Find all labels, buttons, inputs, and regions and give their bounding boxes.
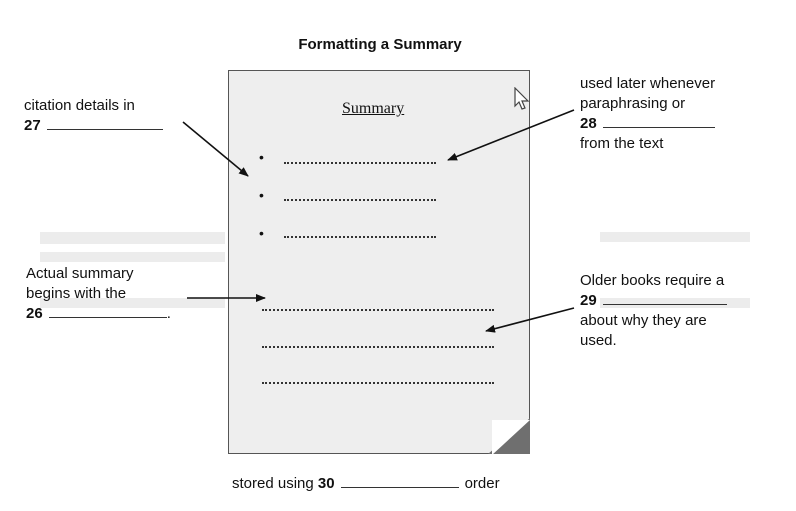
label-actual-suffix: .: [166, 305, 171, 322]
mouse-cursor-icon: [514, 87, 530, 110]
answer-blank-30[interactable]: [340, 475, 459, 488]
background-bleed-bar-1: [40, 232, 225, 244]
label-stored-using: stored using 30 order: [232, 474, 500, 494]
label-citation-details: citation details in 27: [24, 96, 163, 136]
background-bleed-bar-2: [40, 252, 225, 262]
label-stored-prefix: stored using: [232, 475, 314, 492]
bullet-point-1: •: [259, 149, 264, 165]
question-number-26: 26: [26, 305, 43, 322]
label-older-books: Older books require a 29 about why they …: [580, 271, 727, 351]
label-actual-line1: Actual summary: [26, 265, 134, 282]
label-older-line4: used.: [580, 332, 617, 349]
label-stored-suffix: order: [464, 475, 500, 492]
arrow-older-to-body: [485, 307, 575, 333]
label-used-later: used later whenever paraphrasing or 28 f…: [580, 74, 715, 154]
arrow-later-to-bullet: [447, 109, 575, 161]
answer-blank-29[interactable]: [602, 292, 727, 305]
dotted-line-bullet-3: [284, 236, 436, 238]
question-number-28: 28: [580, 115, 597, 132]
answer-blank-28[interactable]: [602, 115, 715, 128]
document-page-curl-cutout: [492, 420, 530, 455]
label-older-line3: about why they are: [580, 312, 707, 329]
label-later-line4: from the text: [580, 135, 664, 152]
bullet-point-3: •: [259, 225, 264, 241]
document-heading: Summary: [342, 100, 405, 117]
answer-blank-26[interactable]: [48, 305, 167, 318]
document-sheet: [228, 70, 530, 454]
background-bleed-bar-5: [600, 298, 750, 308]
question-number-30: 30: [317, 475, 335, 492]
dotted-line-body-1: [262, 309, 494, 311]
label-later-line2: paraphrasing or: [580, 95, 686, 112]
background-bleed-bar-3: [40, 298, 225, 308]
question-number-29: 29: [580, 292, 597, 309]
label-later-line1: used later whenever: [580, 75, 716, 92]
label-older-line1: Older books require a: [580, 272, 725, 289]
answer-blank-27[interactable]: [46, 117, 163, 130]
bullet-point-2: •: [259, 187, 264, 203]
dotted-line-body-3: [262, 382, 494, 384]
arrow-citation-to-heading: [182, 121, 249, 177]
background-bleed-bar-4: [600, 232, 750, 242]
question-number-27: 27: [24, 117, 41, 134]
label-actual-summary: Actual summary begins with the 26.: [26, 264, 171, 324]
label-citation-text: citation details in: [24, 97, 135, 114]
dotted-line-body-2: [262, 346, 494, 348]
dotted-line-bullet-1: [284, 162, 436, 164]
diagram-title: Formatting a Summary: [298, 36, 462, 53]
dotted-line-bullet-2: [284, 199, 436, 201]
label-actual-line2: begins with the: [26, 285, 127, 302]
